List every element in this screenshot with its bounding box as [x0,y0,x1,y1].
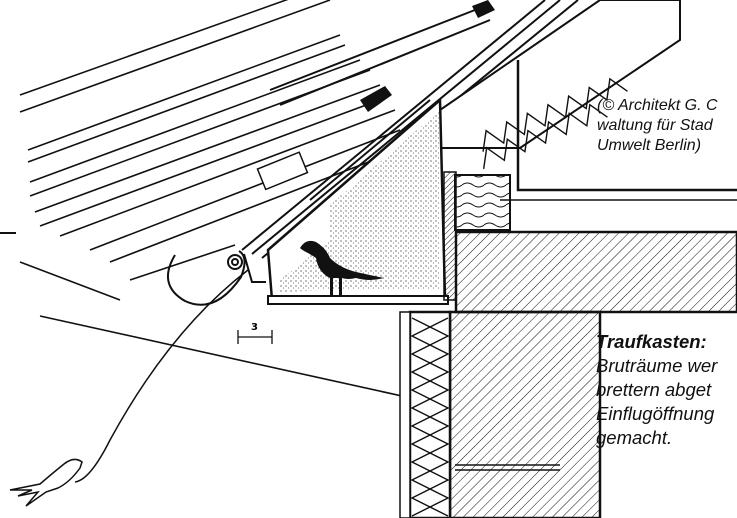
credit-line: (© Architekt G. C [597,97,718,114]
tile-clip [360,86,392,112]
flying-bird-icon [9,458,83,507]
caption-line: Einflugöffnung [596,403,715,424]
image-credit: (© Architekt G. C waltung für Stad Umwel… [597,96,737,156]
wall-insulation [399,310,452,518]
masonry-wall [448,310,602,518]
credit-line: waltung für Stad [597,117,713,134]
tile-block [256,151,309,191]
credit-line: Umwelt Berlin) [597,137,702,154]
interior-ceiling [516,60,737,192]
roof-tiles [19,0,421,401]
caption-title: Traufkasten: [596,331,707,352]
bird-silhouette [300,240,384,296]
rafter-insulation [439,0,681,170]
rain-gutter [166,250,266,306]
caption-line: Bruträume wer [596,355,718,376]
concrete-slab [454,230,737,314]
wall-plate [454,174,511,231]
caption-line: brettern abget [596,379,712,400]
plate-support [443,171,457,301]
flight-path [74,269,249,483]
figure-caption: Traufkasten: Bruträume wer brettern abge… [596,330,737,450]
tile-clip [472,0,495,18]
caption-line: gemacht. [596,427,673,448]
dimension-marker [237,330,273,344]
dimension-label: 3 [251,322,258,333]
